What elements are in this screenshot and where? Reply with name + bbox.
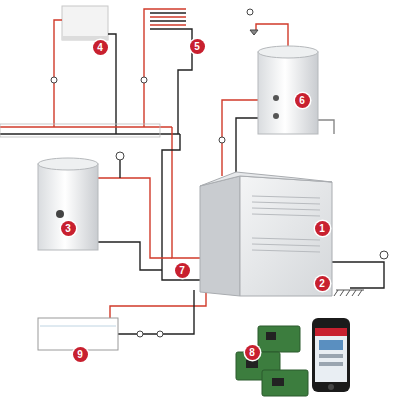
ground-symbol: [334, 290, 364, 296]
callout-number: 1: [315, 221, 330, 236]
floor-heating-coil: [150, 9, 186, 29]
buffer-tank: [38, 158, 98, 250]
radiator: [62, 6, 108, 40]
callout-number: 2: [315, 276, 330, 291]
fittings: [51, 9, 388, 337]
pipework: [0, 9, 384, 334]
callout-number: 6: [295, 93, 310, 108]
callout-number: 5: [190, 39, 205, 54]
callout-number: 4: [93, 40, 108, 55]
pool: [38, 318, 118, 350]
callout-number: 9: [73, 347, 88, 362]
callout-number: 7: [175, 263, 190, 278]
dhw-tank: [258, 46, 318, 134]
callout-number: 8: [245, 345, 260, 360]
controllers: [236, 318, 350, 396]
heat-pump-unit: [200, 172, 332, 296]
callout-number: 3: [61, 221, 76, 236]
